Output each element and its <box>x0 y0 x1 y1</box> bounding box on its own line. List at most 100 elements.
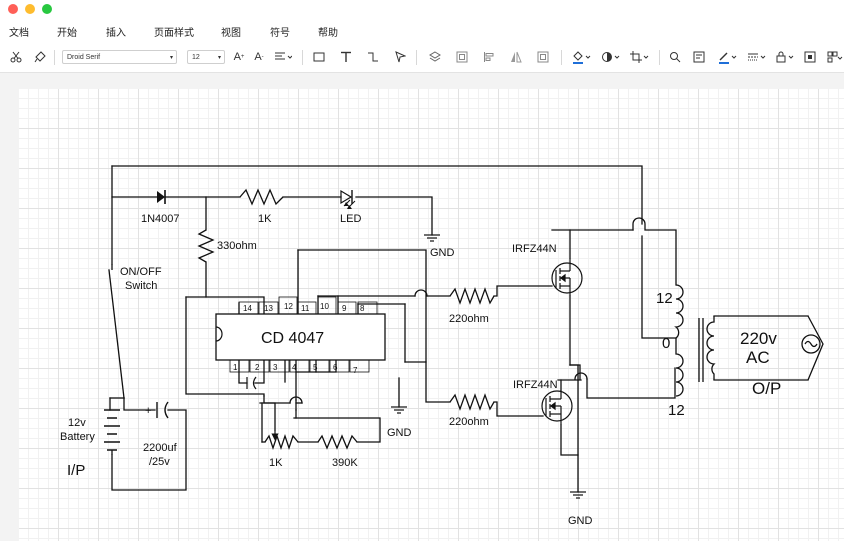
layers-icon[interactable] <box>428 50 442 64</box>
resistor-1k-top[interactable] <box>239 188 284 206</box>
align-icon[interactable] <box>273 50 293 64</box>
format-painter-icon[interactable] <box>33 50 47 64</box>
gate-resistor-220ohm-1[interactable] <box>449 287 495 305</box>
menu-start[interactable]: 开始 <box>57 28 77 39</box>
toolbar-separator <box>302 50 303 65</box>
resistor-330ohm[interactable] <box>197 229 215 263</box>
gate2-output-wire <box>493 401 544 417</box>
drawing-page[interactable] <box>19 89 844 541</box>
title-bar <box>0 0 844 18</box>
timing-capacitor[interactable] <box>246 376 257 390</box>
line-style-icon[interactable] <box>746 50 768 64</box>
edit-image-icon[interactable] <box>692 50 706 64</box>
pin-12-loop-wire <box>297 249 427 363</box>
pin-13-wire <box>185 296 265 315</box>
battery-return-wire <box>111 409 187 491</box>
gate-r1-label: 220ohm <box>449 313 489 325</box>
battery-label-line1: 12v <box>68 417 86 429</box>
group-icon[interactable] <box>455 50 469 64</box>
pin-2-cap-wire <box>254 359 265 384</box>
secondary-bottom-wire <box>586 367 676 399</box>
flip-icon[interactable] <box>509 50 523 64</box>
ic-pin-6-label: 6 <box>333 363 338 372</box>
output-voltage-label: 220v <box>740 329 777 348</box>
ic-pin-13-label: 13 <box>264 304 273 313</box>
capacitor-2200uf[interactable] <box>156 401 169 419</box>
shadow-icon[interactable] <box>600 50 622 64</box>
menu-view[interactable]: 视图 <box>221 28 241 39</box>
more-icon[interactable] <box>826 50 844 64</box>
ic-pin-3-label: 3 <box>273 363 278 372</box>
frame-icon[interactable] <box>803 50 817 64</box>
gate-resistor-220ohm-2[interactable] <box>449 393 495 411</box>
line-color-icon[interactable] <box>717 50 739 64</box>
gnd-symbol-ic <box>391 406 407 414</box>
search-icon[interactable] <box>668 50 682 64</box>
potentiometer-1k[interactable] <box>264 430 299 451</box>
text-icon[interactable] <box>339 50 353 64</box>
wire-hop <box>289 396 303 404</box>
connector-icon[interactable] <box>366 50 380 64</box>
cap-label-line1: 2200uf <box>143 442 178 454</box>
primary-top-wire <box>632 217 677 286</box>
switch-label-line2: Switch <box>125 280 157 292</box>
center-tap-transformer[interactable] <box>674 284 716 397</box>
tap-bottom-label: 12 <box>668 402 685 419</box>
ic-pin-8-label: 8 <box>360 304 365 313</box>
ic-cd4047[interactable] <box>215 296 386 373</box>
battery-cap-wire <box>123 397 156 411</box>
resistor-390k[interactable] <box>317 434 358 450</box>
resistor-330-label: 330ohm <box>217 240 257 252</box>
toolbar-separator <box>659 50 660 65</box>
menu-symbols[interactable]: 符号 <box>270 28 290 39</box>
font-size-select[interactable]: 12▾ <box>187 50 225 64</box>
crop-icon[interactable] <box>629 50 651 64</box>
gnd-bottom-label: GND <box>568 515 593 527</box>
mosfet1-label: IRFZ44N <box>512 243 557 255</box>
lock-icon[interactable] <box>774 50 796 64</box>
font-size-down-icon[interactable]: A- <box>254 51 264 63</box>
diode-label: 1N4007 <box>141 213 180 225</box>
toolbar-separator <box>416 50 417 65</box>
font-family-select[interactable]: Droid Serif▾ <box>62 50 177 64</box>
align-left-icon[interactable] <box>482 50 496 64</box>
canvas-area <box>0 73 844 541</box>
font-size-value: 12 <box>192 54 200 61</box>
output-label: O/P <box>752 379 781 398</box>
toolbar-separator <box>561 50 562 65</box>
menu-help[interactable]: 帮助 <box>318 28 338 39</box>
fill-color-icon[interactable] <box>571 50 593 64</box>
led[interactable] <box>340 189 356 209</box>
source-gnd-wire <box>569 364 579 456</box>
pot-label: 1K <box>269 457 283 469</box>
gnd-top-label: GND <box>430 247 455 259</box>
battery-12v[interactable] <box>104 409 120 455</box>
maximize-window-button[interactable] <box>42 4 52 14</box>
cut-icon[interactable] <box>9 50 23 64</box>
pointer-icon[interactable] <box>393 50 407 64</box>
mosfet-irfz44n-1[interactable] <box>551 258 583 296</box>
diode-1n4007[interactable] <box>157 190 166 204</box>
rectangle-icon[interactable] <box>312 50 326 64</box>
chevron-down-icon: ▾ <box>169 55 173 61</box>
gate1-output-wire <box>493 285 553 297</box>
ac-output-connector[interactable] <box>801 315 824 381</box>
menu-page-style[interactable]: 页面样式 <box>154 28 194 39</box>
menu-insert[interactable]: 插入 <box>106 28 126 39</box>
ic-pin-7-label: 7 <box>353 366 358 375</box>
font-size-up-icon[interactable]: A+ <box>233 51 245 63</box>
menu-document[interactable]: 文档 <box>9 28 29 39</box>
tap-center-label: 0 <box>662 335 670 352</box>
mosfet-irfz44n-2[interactable] <box>541 390 573 425</box>
ic-pin-2-label: 2 <box>255 363 260 372</box>
minimize-window-button[interactable] <box>25 4 35 14</box>
wire-hop <box>414 289 428 297</box>
close-window-button[interactable] <box>8 4 18 14</box>
toolbar-separator <box>54 50 55 65</box>
fit-icon[interactable] <box>536 50 550 64</box>
mosfet2-source-gnd-wire <box>560 424 579 493</box>
gnd-ic-label: GND <box>387 427 412 439</box>
ic-pin-11-label: 11 <box>301 304 310 313</box>
ic-pin-1-label: 1 <box>233 363 238 372</box>
